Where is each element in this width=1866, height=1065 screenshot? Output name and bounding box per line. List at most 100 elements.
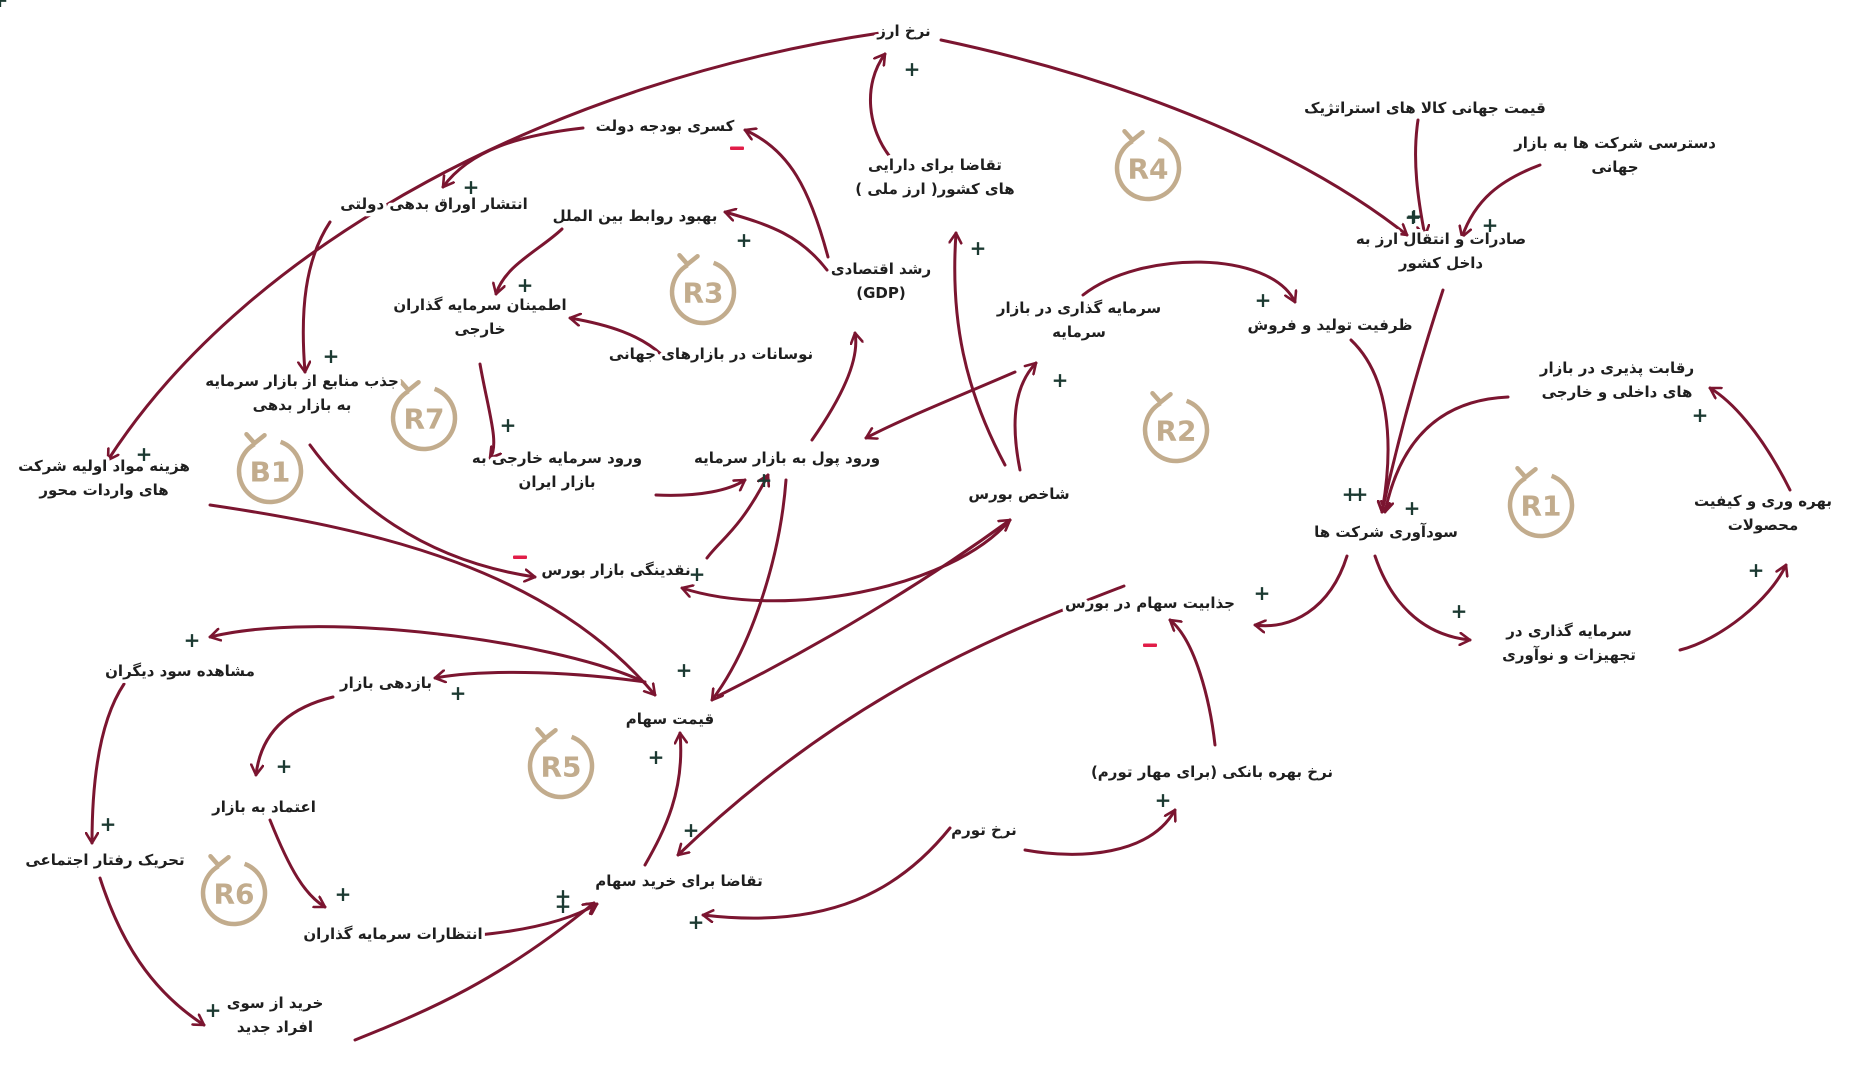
link-social-behavior-to-new-buyers [98, 876, 206, 1027]
node-label: بهبود روابط بین الملل [553, 207, 718, 225]
polarity-minus-sign [1143, 643, 1157, 647]
node-label-halo: نقدینگی بازار بورس [541, 561, 690, 579]
polarity-plus-sign: + [323, 344, 340, 368]
node-label-halo: خرید از سوی [227, 994, 324, 1012]
node-label-halo: نرخ تورم [951, 821, 1017, 839]
loop-label: R5 [540, 751, 581, 784]
node-label-halo: شاخص بورس [968, 485, 1069, 503]
polarity-plus-sign: + [688, 910, 705, 934]
node-label-halo: اعتماد به بازار [211, 798, 316, 816]
loop-arrow-icon [669, 260, 737, 326]
loop-label: R7 [403, 403, 444, 436]
link-profitability-to-equipment-invest [1373, 554, 1472, 640]
link-inflation-to-stock-demand [701, 826, 952, 918]
node-label: ورود سرمایه خارجی به [472, 449, 642, 467]
node-label-halo: انتشار اوراق بدهی دولتی [340, 195, 528, 213]
link-capital-invest-to-production-capacity [1081, 260, 1295, 304]
node-label: نرخ ارز [876, 22, 930, 40]
link-market-access-to-exports [1462, 163, 1542, 239]
polarity-plus-sign: + [450, 681, 467, 705]
loop-r5: R5 [527, 726, 595, 800]
node-label: نوسانات در بازارهای جهانی [609, 345, 813, 363]
node-label-halo: محصولات [1728, 516, 1799, 534]
polarity-plus-sign: + [555, 894, 572, 918]
polarity-plus-sign: + [1255, 288, 1272, 312]
polarity-signs-layer: ++++++++++++++++++++++++++++++++++++ [0, 0, 1764, 1022]
node-label-halo: ورود سرمایه خارجی به [472, 449, 642, 467]
node-label: بازدهی بازار [339, 674, 432, 692]
node-label-halo: های داخلی و خارجی [1542, 383, 1693, 401]
node-label: دسترسی شرکت ها به بازار [1513, 134, 1716, 152]
node-label-halo: نوسانات در بازارهای جهانی [609, 345, 813, 363]
node-label-halo: قیمت سهام [626, 710, 714, 728]
link-inflation-to-interest-rate [1023, 808, 1175, 856]
loop-arrowhead-icon [244, 431, 267, 446]
node-label-halo: های کشور( ارز ملی ) [855, 180, 1014, 198]
link-interest-rate-to-stock-attractiveness [1168, 618, 1217, 747]
link-stock-index-to-capital-invest [1013, 361, 1038, 472]
loop-arrowhead-icon [1122, 128, 1145, 143]
node-label-halo: هزینه مواد اولیه شرکت [18, 457, 190, 475]
node-label: مشاهده سود دیگران [105, 662, 255, 680]
polarity-plus-sign: + [756, 468, 773, 492]
loop-arrow-icon [390, 386, 458, 452]
node-label: تقاضا برای دارایی [868, 156, 1002, 174]
link-intl-relations-to-foreign-confidence [496, 227, 564, 296]
link-stock-price-to-others-profit [208, 625, 642, 682]
node-label: جهانی [1591, 158, 1638, 176]
polarity-minus-sign [730, 146, 744, 150]
loop-arrow-icon [200, 861, 268, 927]
node-label-halo: جذب منابع از بازار سرمایه [205, 372, 399, 390]
node-label: جذابیت سهام در بورس [1065, 594, 1235, 612]
polarity-plus-sign: + [276, 754, 293, 778]
node-label: قیمت جهانی کالا های استراتژیک [1304, 99, 1546, 117]
node-label: جذب منابع از بازار سرمایه [205, 372, 399, 390]
link-liquidity-to-money-inflow [705, 473, 768, 560]
node-label: تجهیزات و نوآوری [1502, 646, 1636, 664]
node-label-halo: ورود پول به بازار سرمایه [694, 449, 880, 468]
loop-b1: B1 [236, 431, 304, 505]
link-gov-bonds-to-debt-market [303, 220, 332, 374]
node-label-halo: داخل کشور [1398, 254, 1484, 272]
link-market-trust-to-investor-expectations [268, 818, 327, 909]
polarity-plus-sign: + [1404, 496, 1421, 520]
link-exchange-rate-to-exports [939, 38, 1409, 237]
link-others-profit-to-social-behavior [92, 682, 126, 845]
loop-label: R3 [682, 277, 723, 310]
node-label: انتظارات سرمایه گذاران [303, 925, 482, 943]
polarity-plus-sign: + [184, 628, 201, 652]
loop-arrow-icon [1507, 473, 1575, 539]
node-label-halo: بهبود روابط بین الملل [553, 207, 718, 225]
link-stock-attractiveness-to-stock-demand [676, 584, 1126, 857]
node-label-halo: بازار ایران [519, 473, 596, 491]
node-label: نرخ تورم [951, 821, 1017, 839]
link-exports-to-profitability [1382, 288, 1445, 514]
node-label: رشد اقتصادی [831, 260, 931, 278]
loop-arrow-icon [1142, 398, 1210, 464]
node-label-halo: صادرات و انتقال ارز به [1356, 230, 1526, 248]
node-label-halo: نرخ بهره بانکی (برای مهار تورم) [1091, 763, 1333, 781]
node-label: هزینه مواد اولیه شرکت [18, 457, 190, 475]
polarity-plus-sign: + [648, 745, 665, 769]
node-label: اعتماد به بازار [211, 798, 316, 816]
node-label: قیمت سهام [626, 710, 714, 728]
link-profitability-to-stock-attractiveness [1253, 554, 1349, 626]
link-money-inflow-to-gdp [810, 331, 856, 442]
loop-r6: R6 [200, 853, 268, 927]
link-exchange-rate-to-raw-material [106, 31, 882, 462]
node-label: ظرفیت تولید و فروش [1248, 316, 1413, 334]
link-debt-market-to-liquidity [308, 443, 537, 577]
node-label-halo: قیمت جهانی کالا های استراتژیک [1304, 99, 1546, 117]
link-stock-index-to-liquidity [680, 518, 1012, 603]
